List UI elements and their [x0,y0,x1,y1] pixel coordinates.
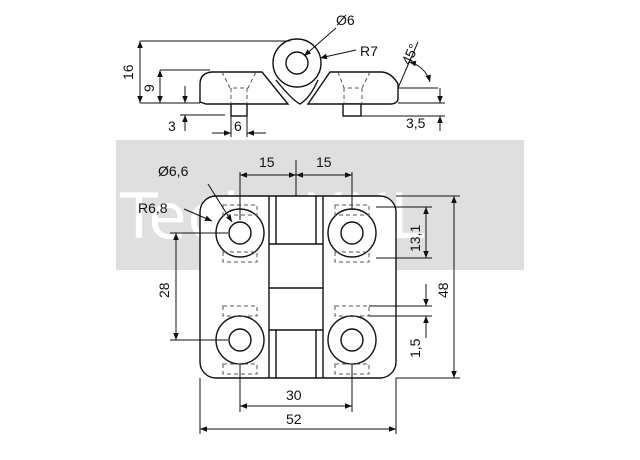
knuckle-twist [275,79,319,105]
label-offset-1-5: 1,5 [407,338,423,358]
label-width-right-15: 15 [316,154,332,170]
hole-top-right-inner [340,221,364,245]
right-leaf [306,71,399,105]
label-height-48: 48 [435,282,451,298]
label-base-3: 3 [168,118,176,134]
top-view [199,195,397,379]
label-pin-6: 6 [234,118,242,134]
label-diameter-6: Ø6 [336,12,355,28]
label-spacing-28: 28 [156,282,172,298]
left-pin [230,103,248,117]
label-pin-3-5: 3,5 [406,115,426,131]
knuckle-outline [272,38,322,88]
top-view-dimensions [170,160,460,434]
label-hole-diameter: Ø6,6 [158,163,189,179]
label-width-left-15: 15 [259,154,275,170]
hole-bottom-right-inner [340,328,364,352]
pin-hole [285,51,309,75]
right-pin [342,103,362,117]
hole-bottom-left-inner [228,328,252,352]
label-width-52: 52 [286,411,302,427]
label-spacing-30: 30 [286,387,302,403]
label-angle-45: 45° [398,41,421,67]
label-hole-radius: R6,8 [138,200,168,216]
label-height-13-1: 13,1 [407,225,423,252]
hole-top-left-inner [228,221,252,245]
label-height-9: 9 [141,84,157,92]
label-radius-7: R7 [360,43,378,59]
label-height-16: 16 [120,64,136,80]
side-view-dimensions [137,27,445,137]
